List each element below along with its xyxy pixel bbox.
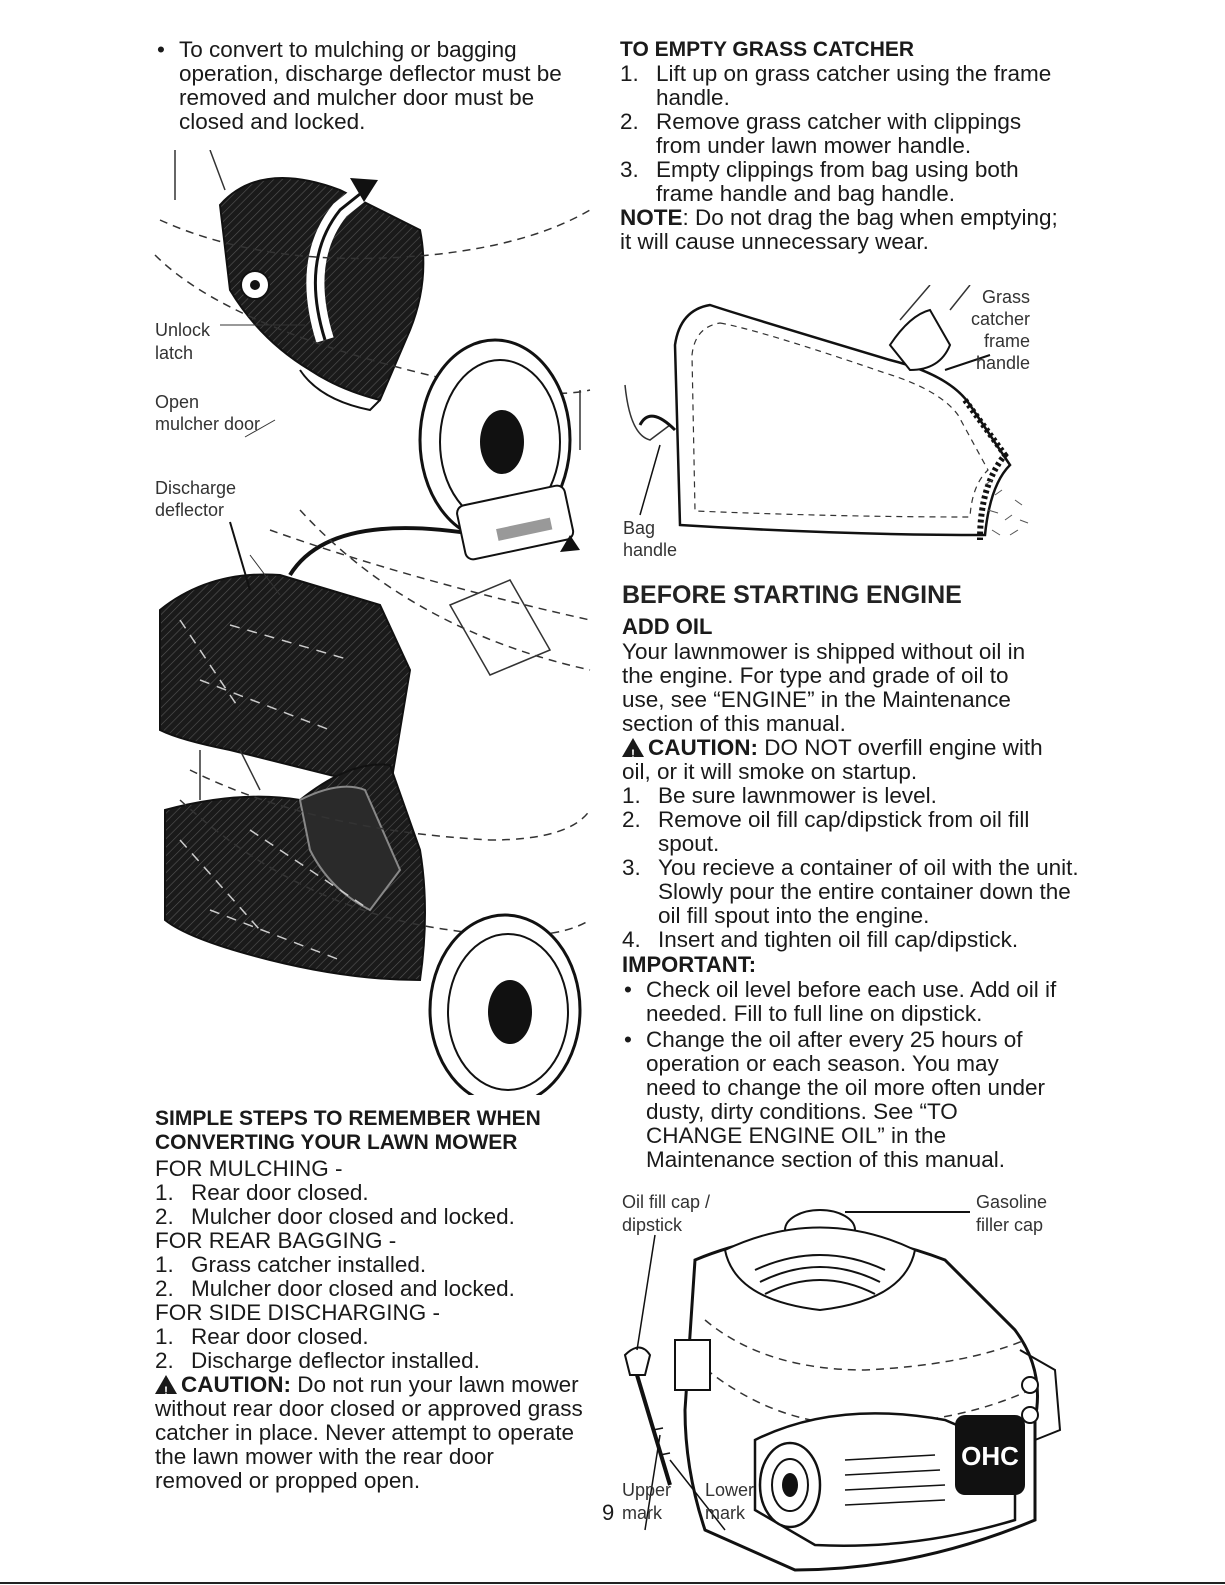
empty-catcher-heading: TO EMPTY GRASS CATCHER [620, 38, 915, 61]
fig2-bag-handle-label: handle [623, 540, 678, 560]
empty-step-2: 2.Remove grass catcher with clippings fr… [620, 109, 1022, 158]
fig1-mulcher-door-label: mulcher door [155, 414, 261, 434]
grass-catcher-illustration [624, 285, 1029, 541]
add-oil-heading: ADD OIL [622, 614, 713, 639]
intro-bullet-text: To convert to mulching or bagging operat… [179, 37, 562, 134]
fig3-filler-cap-label: filler cap [976, 1215, 1044, 1235]
mulching-heading: FOR MULCHING - [155, 1156, 343, 1181]
left-caution-text: Do not run your lawn mower without rear … [155, 1372, 583, 1493]
left-caution: CAUTION: Do not run your lawn mower with… [155, 1373, 585, 1493]
mulcher-door-open-view [154, 150, 591, 542]
fig1-open-label: Open [155, 392, 200, 412]
oil-step-4: 4.Insert and tighten oil fill cap/dipsti… [622, 927, 1019, 952]
intro-bullet: • To convert to mulching or bagging oper… [155, 38, 589, 134]
important-bullet-1: •Check oil level before each use. Add oi… [624, 977, 1057, 1026]
fig3-lower-mark-label: mark [705, 1503, 745, 1523]
side-step-2: 2.Discharge deflector installed. [155, 1348, 480, 1373]
fig1-discharge-label: Discharge [155, 478, 237, 498]
empty-step-3: 3.Empty clippings from bag using both fr… [620, 157, 1019, 206]
right-caution-text: DO NOT overfill engine with oil, or it w… [622, 735, 1043, 784]
add-oil-text: Your lawnmower is shipped without oil in… [622, 639, 1026, 736]
oil-step-1: 1.Be sure lawnmower is level. [622, 783, 937, 808]
right-caution-label: CAUTION: [648, 735, 758, 760]
caution-icon [155, 1375, 177, 1403]
important-label: IMPORTANT: [622, 952, 757, 977]
engine-illustration: OHC [623, 1209, 1062, 1572]
rear-bagging-step-1: 1.Grass catcher installed. [155, 1252, 427, 1277]
fig1-deflector-label: deflector [155, 500, 225, 520]
fig2-frame-label: frame [983, 331, 1030, 351]
fig2-catcher-label: catcher [970, 309, 1030, 329]
fig3-lower-label: Lower [705, 1480, 755, 1500]
bullet-dot: • [157, 37, 165, 62]
left-caution-label: CAUTION: [181, 1372, 291, 1397]
simple-steps-heading-1: SIMPLE STEPS TO REMEMBER WHEN [155, 1107, 541, 1130]
note-label: NOTE [620, 205, 683, 230]
right-column: TO EMPTY GRASS CATCHER 1.Lift up on gras… [620, 38, 1070, 254]
left-column: • To convert to mulching or bagging oper… [155, 38, 595, 136]
discharge-deflector-view [159, 484, 591, 792]
mulching-step-2: 2.Mulcher door closed and locked. [155, 1204, 515, 1229]
before-starting-section: BEFORE STARTING ENGINE ADD OIL Your lawn… [622, 580, 1079, 1174]
mulcher-door-closed-view [164, 749, 591, 1095]
fig3-dipstick-label: dipstick [622, 1215, 683, 1235]
caution-icon [622, 738, 644, 766]
note-text: : Do not drag the bag when emptying; it … [620, 205, 1058, 254]
conversion-steps: SIMPLE STEPS TO REMEMBER WHEN CONVERTING… [155, 1107, 595, 1493]
rear-bagging-heading: FOR REAR BAGGING - [155, 1228, 397, 1253]
side-discharging-heading: FOR SIDE DISCHARGING - [155, 1300, 441, 1325]
important-bullet-2: •Change the oil after every 25 hours of … [624, 1027, 1046, 1172]
fig3-upper-mark-label: mark [622, 1503, 662, 1523]
simple-steps-heading-2: CONVERTING YOUR LAWN MOWER [155, 1131, 518, 1154]
fig3-gasoline-label: Gasoline [976, 1192, 1048, 1212]
mulching-step-1: 1.Rear door closed. [155, 1180, 369, 1205]
mulcher-door-illustration [154, 150, 591, 1095]
before-starting-heading: BEFORE STARTING ENGINE [622, 581, 962, 609]
fig1-latch-label: latch [155, 343, 194, 363]
right-caution: CAUTION: DO NOT overfill engine with oil… [622, 736, 1062, 784]
engine-logo-text: OHC [961, 1441, 1019, 1471]
note: NOTE: Do not drag the bag when emptying;… [620, 206, 1060, 254]
fig3-oil-fill-cap-label: Oil fill cap / [622, 1192, 711, 1212]
bottom-rule [0, 1582, 1225, 1584]
side-step-1: 1.Rear door closed. [155, 1324, 369, 1349]
fig2-handle-label: handle [975, 353, 1030, 373]
fig1-unlock-label: Unlock [155, 320, 211, 340]
fig2-bag-label: Bag [623, 518, 656, 538]
fig3-upper-label: Upper [622, 1480, 672, 1500]
oil-step-2: 2.Remove oil fill cap/dipstick from oil … [622, 807, 1030, 856]
empty-step-1: 1.Lift up on grass catcher using the fra… [620, 61, 1052, 110]
fig2-grass-label: Grass [981, 287, 1030, 307]
rear-bagging-step-2: 2.Mulcher door closed and locked. [155, 1276, 515, 1301]
oil-step-3: 3.You recieve a container of oil with th… [622, 855, 1079, 928]
page-number: 9 [602, 1500, 615, 1525]
